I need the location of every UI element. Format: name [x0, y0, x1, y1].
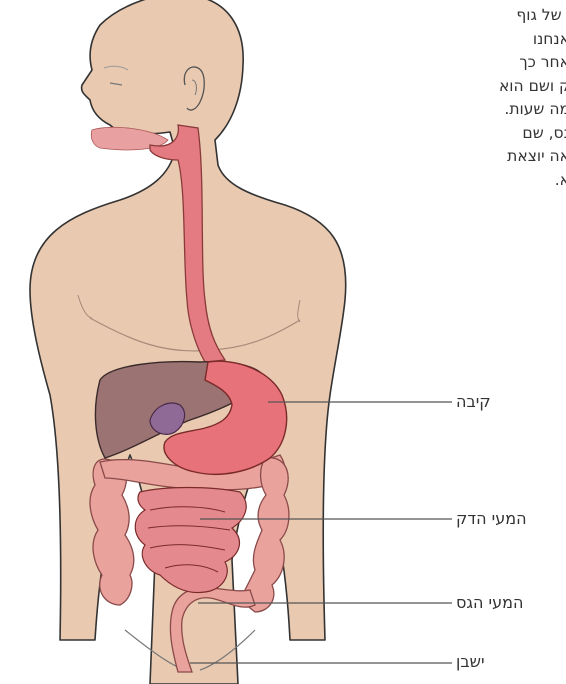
- intro-line: א.: [380, 169, 566, 193]
- intro-text: י של גוף אנחנו אחר כך ק ושם הוא מה שעות.…: [380, 4, 566, 192]
- intro-line: מה שעות.: [380, 98, 566, 122]
- large-intestine-label: המעי הגס: [456, 593, 523, 612]
- intro-line: גס, שם: [380, 122, 566, 146]
- intro-line: י של גוף: [380, 4, 566, 28]
- intro-line: ק ושם הוא: [380, 75, 566, 99]
- stomach-label: קיבה: [456, 392, 491, 411]
- rectum-label: ישבן: [456, 652, 485, 671]
- intro-line: אחר כך: [380, 51, 566, 75]
- small-intestine-label: המעי הדק: [456, 509, 527, 528]
- intro-line: אנחנו: [380, 28, 566, 52]
- intro-line: אה יוצאת: [380, 145, 566, 169]
